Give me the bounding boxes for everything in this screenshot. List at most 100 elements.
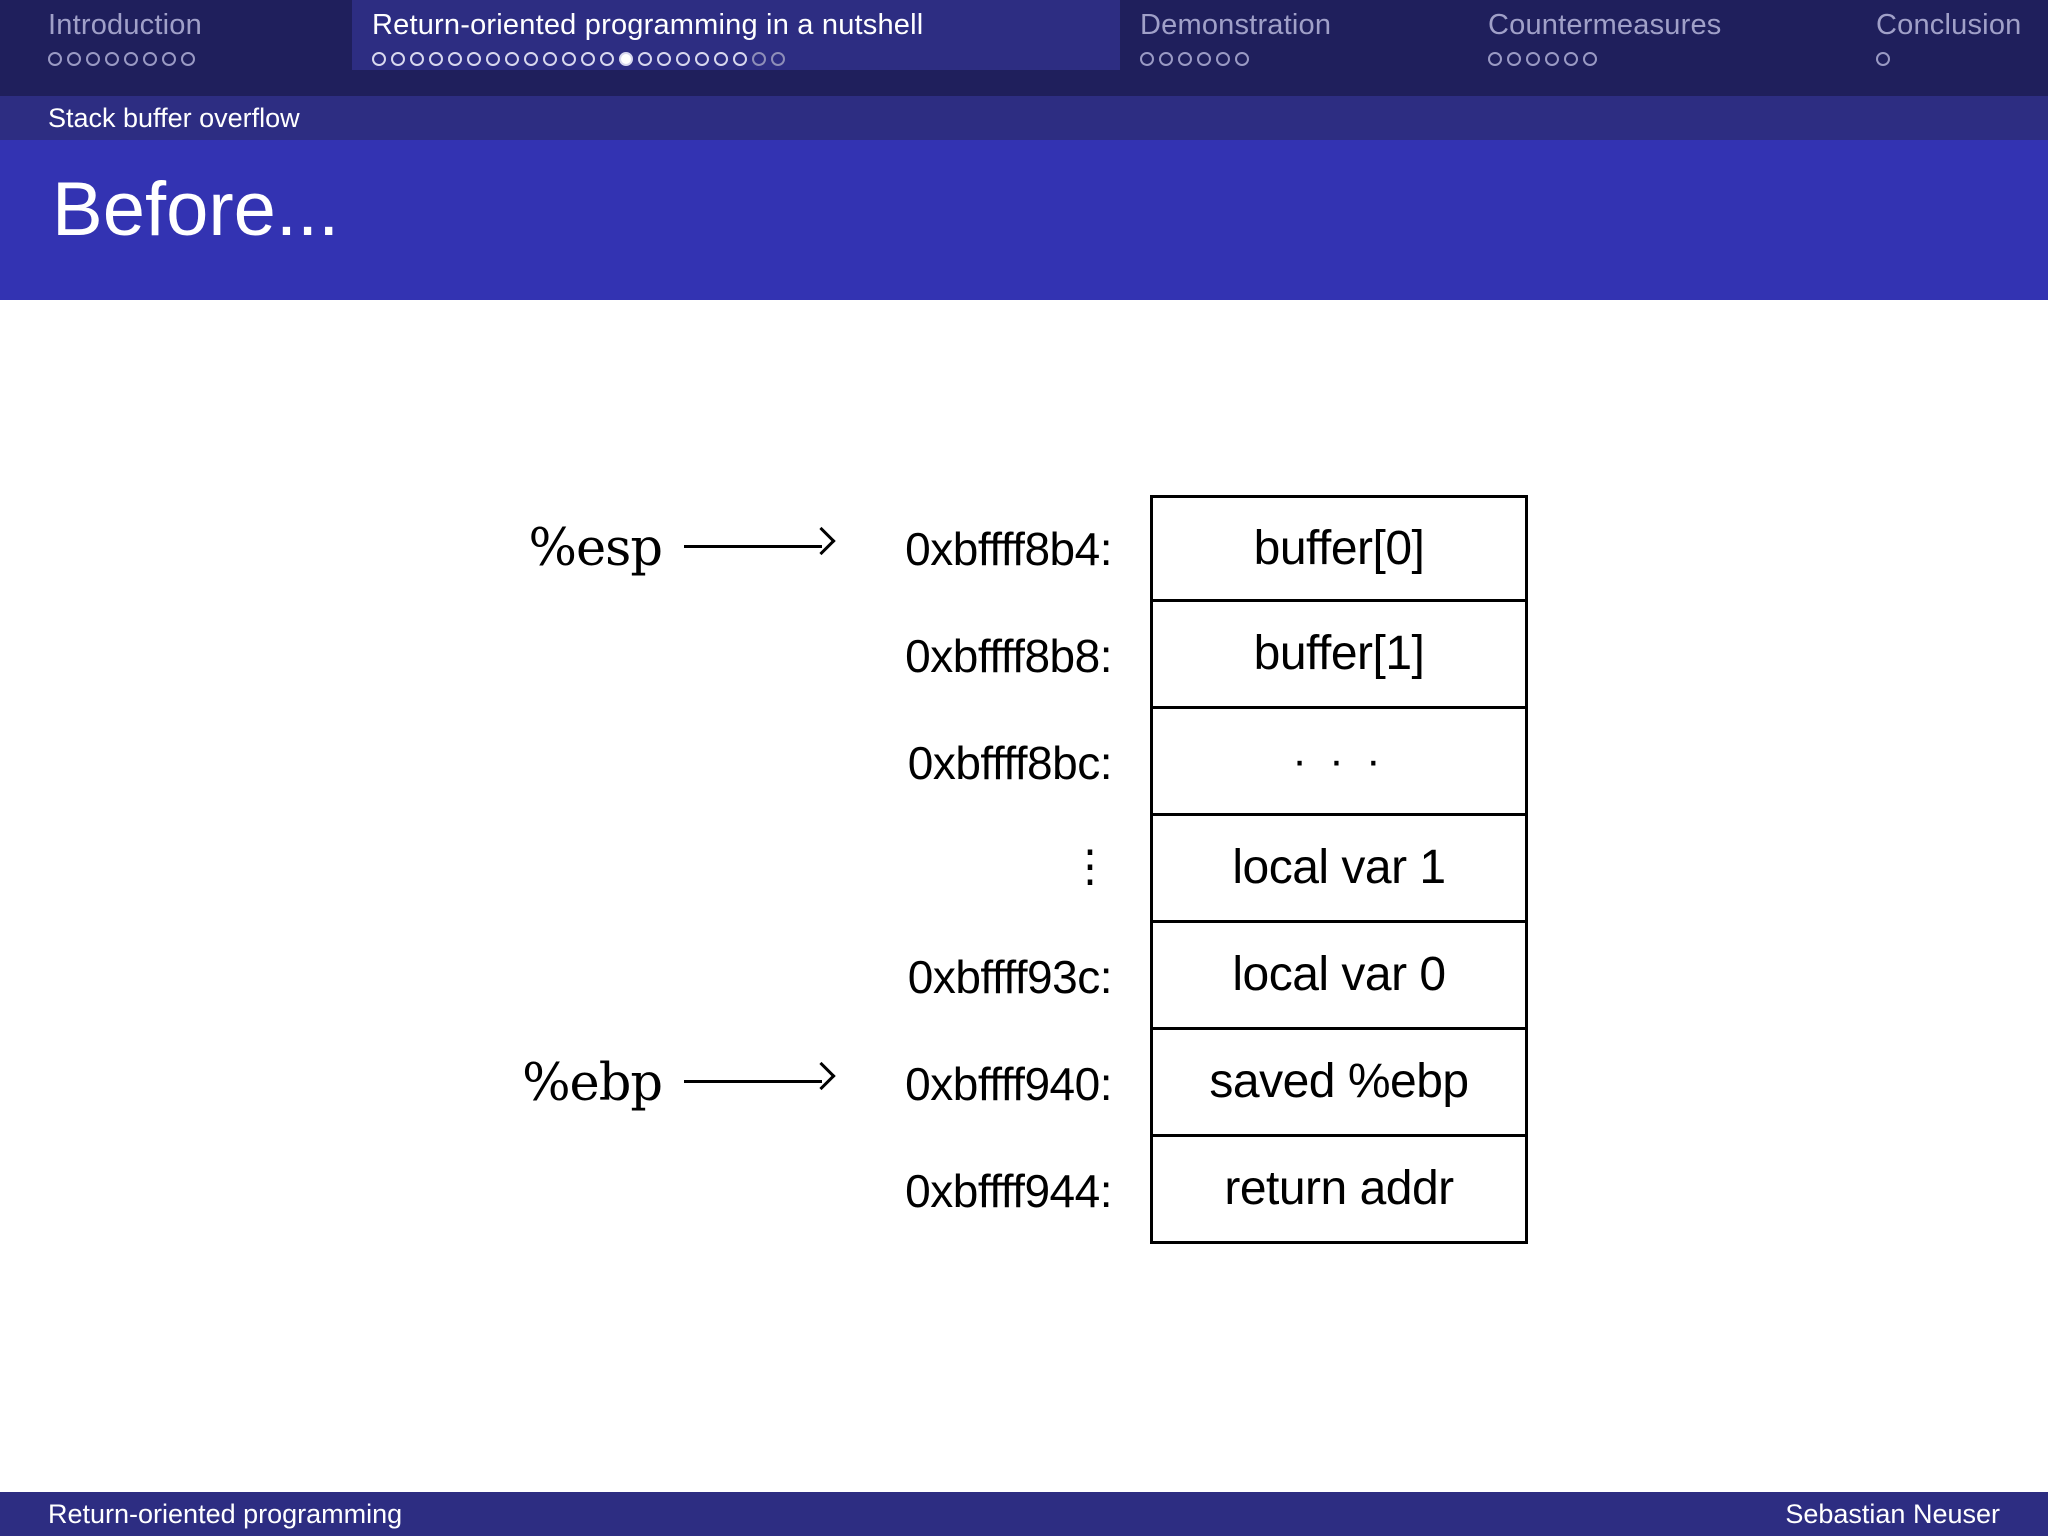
stack-address-label: 0xbffff940: (905, 1057, 1112, 1110)
nav-dot[interactable] (695, 52, 709, 66)
nav-dot[interactable] (124, 52, 138, 66)
nav-dot[interactable] (676, 52, 690, 66)
nav-dot[interactable] (1216, 52, 1230, 66)
stack-address-cell: 0xbffff940: (850, 1030, 1150, 1137)
nav-dot[interactable] (86, 52, 100, 66)
register-label: %ebp (522, 1054, 663, 1113)
nav-dot[interactable] (1140, 52, 1154, 66)
stack-slot-label: buffer[0] (1253, 521, 1425, 575)
footer-author-name: Sebastian Neuser (1785, 1499, 2000, 1529)
nav-slide-dots (1876, 48, 2048, 70)
nav-dot[interactable] (1235, 52, 1249, 66)
stack-diagram: %esp 0xbffff8b4: buffer[0] 0xbffff8b8: buffe… (510, 495, 1570, 1244)
subsection-bar: Stack buffer overflow (0, 96, 2048, 140)
stack-row: 0xbffff8bc: · · · (510, 709, 1570, 816)
stack-slot-label: buffer[1] (1253, 627, 1425, 680)
stack-address-cell: 0xbffff93c: (850, 923, 1150, 1030)
stack-register-cell: %esp (510, 495, 850, 602)
stack-address-cell: 0xbffff8bc: (850, 709, 1150, 816)
nav-dot[interactable] (1178, 52, 1192, 66)
nav-dot[interactable] (372, 52, 386, 66)
nav-dot[interactable] (562, 52, 576, 66)
nav-dot[interactable] (524, 52, 538, 66)
nav-slide-dots (1140, 48, 1468, 70)
nav-slide-dots (48, 48, 352, 70)
nav-dot[interactable] (1197, 52, 1211, 66)
nav-dot[interactable] (467, 52, 481, 66)
stack-address-cell: 0xbffff944: (850, 1137, 1150, 1244)
nav-dot[interactable] (448, 52, 462, 66)
vertical-ellipsis-icon: ⋮ (1068, 841, 1112, 891)
stack-address-label: 0xbffff93c: (907, 950, 1113, 1003)
stack-slot-box: buffer[0] (1150, 495, 1528, 602)
stack-slot-label: local var 0 (1232, 948, 1446, 1001)
nav-dot[interactable] (1545, 52, 1559, 66)
nav-section-label: Introduction (48, 9, 202, 41)
nav-section-label: Demonstration (1140, 9, 1332, 41)
nav-slide-dots (1488, 48, 1856, 70)
nav-dot[interactable] (1876, 52, 1890, 66)
nav-dot[interactable] (1583, 52, 1597, 66)
stack-address-label: 0xbffff8bc: (907, 736, 1113, 789)
stack-slot-label: saved %ebp (1209, 1055, 1469, 1108)
nav-dot[interactable] (581, 52, 595, 66)
horizontal-ellipsis-icon: · · · (1292, 736, 1386, 785)
nav-dot[interactable] (657, 52, 671, 66)
nav-dot[interactable] (714, 52, 728, 66)
nav-section-demonstration[interactable]: Demonstration (1120, 0, 1468, 70)
nav-dot[interactable] (105, 52, 119, 66)
nav-slide-dots (372, 48, 1120, 70)
nav-dot[interactable] (429, 52, 443, 66)
nav-section-return-oriented-programming-in-a-nutshell[interactable]: Return-oriented programming in a nutshel… (352, 0, 1120, 70)
nav-section-countermeasures[interactable]: Countermeasures (1468, 0, 1856, 70)
stack-address-label: 0xbffff8b8: (905, 629, 1112, 682)
nav-dot[interactable] (1526, 52, 1540, 66)
nav-section-introduction[interactable]: Introduction (0, 0, 352, 70)
stack-slot-box: local var 0 (1150, 923, 1528, 1030)
top-navigation-bar: Introduction Return-oriented programming … (0, 0, 2048, 96)
nav-dot[interactable] (1564, 52, 1578, 66)
nav-dot-current[interactable] (619, 52, 633, 66)
stack-slot-label: return addr (1224, 1162, 1454, 1215)
stack-row: %esp 0xbffff8b4: buffer[0] (510, 495, 1570, 602)
nav-dot[interactable] (1507, 52, 1521, 66)
stack-register-cell (510, 602, 850, 709)
nav-dot[interactable] (67, 52, 81, 66)
nav-dot[interactable] (1488, 52, 1502, 66)
page-title: Before... (52, 167, 340, 252)
slide-content-area: %esp 0xbffff8b4: buffer[0] 0xbffff8b8: buffe… (0, 300, 2048, 1492)
stack-slot-box: saved %ebp (1150, 1030, 1528, 1137)
nav-section-conclusion[interactable]: Conclusion (1856, 0, 2048, 70)
frame-title-bar: Before... (0, 140, 2048, 300)
stack-row: ⋮ local var 1 (510, 816, 1570, 923)
stack-slot-label: local var 1 (1232, 841, 1446, 894)
stack-slot-box: buffer[1] (1150, 602, 1528, 709)
nav-dot[interactable] (752, 52, 766, 66)
nav-dot[interactable] (543, 52, 557, 66)
nav-dot[interactable] (600, 52, 614, 66)
nav-dot[interactable] (410, 52, 424, 66)
nav-dot[interactable] (733, 52, 747, 66)
nav-dot[interactable] (771, 52, 785, 66)
nav-dot[interactable] (486, 52, 500, 66)
nav-dot[interactable] (1159, 52, 1173, 66)
stack-register-cell (510, 709, 850, 816)
stack-slot-box: local var 1 (1150, 816, 1528, 923)
stack-row: 0xbffff93c: local var 0 (510, 923, 1570, 1030)
nav-dot[interactable] (48, 52, 62, 66)
stack-address-label: 0xbffff8b4: (905, 522, 1112, 575)
nav-dot[interactable] (505, 52, 519, 66)
stack-slot-box: · · · (1150, 709, 1528, 816)
stack-register-cell (510, 923, 850, 1030)
nav-dot[interactable] (181, 52, 195, 66)
stack-register-cell (510, 816, 850, 923)
nav-dot[interactable] (162, 52, 176, 66)
footer-presentation-title: Return-oriented programming (48, 1499, 403, 1529)
nav-dot[interactable] (143, 52, 157, 66)
footer-bar: Return-oriented programming Sebastian Ne… (0, 1492, 2048, 1536)
nav-dot[interactable] (638, 52, 652, 66)
stack-row: 0xbffff944: return addr (510, 1137, 1570, 1244)
nav-dot[interactable] (391, 52, 405, 66)
stack-slot-box: return addr (1150, 1137, 1528, 1244)
stack-row: %ebp 0xbffff940: saved %ebp (510, 1030, 1570, 1137)
